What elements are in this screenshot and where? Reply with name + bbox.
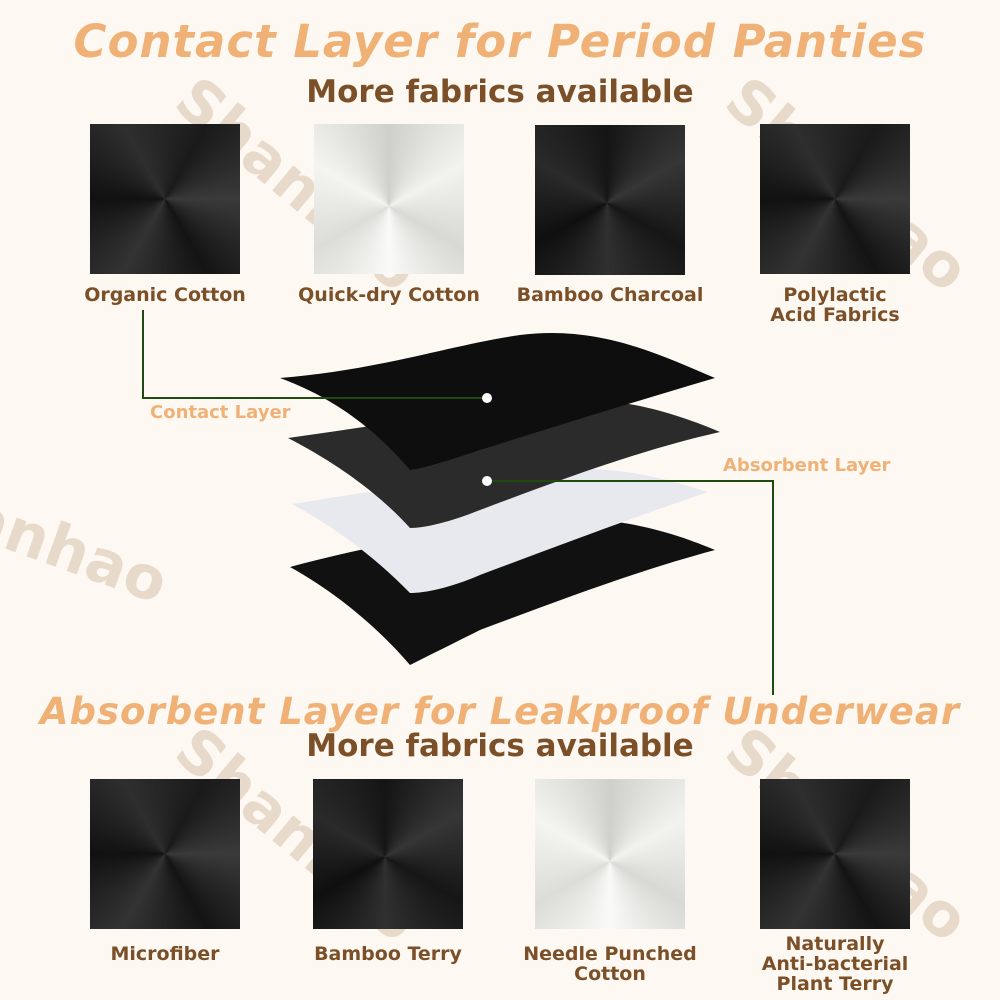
absorbent-point (482, 476, 492, 486)
absorbent-connector-line (487, 480, 774, 695)
fabric-swatch-polylactic (760, 124, 910, 274)
label-line: Anti-bacterial (761, 953, 909, 975)
contact-subtitle: More fabrics available (306, 74, 694, 110)
fabric-swatch-microfiber (90, 779, 240, 929)
fabric-swatch-needle-punched-cotton (535, 779, 685, 929)
label-line: Needle Punched (523, 943, 697, 965)
fabric-swatch-bamboo-charcoal (535, 125, 685, 275)
fabric-swatch-organic-cotton (90, 124, 240, 274)
contact-point (482, 393, 492, 403)
fabric-label: Quick-dry Cotton (298, 284, 480, 306)
label-line: Plant Terry (776, 973, 894, 995)
contact-title: Contact Layer for Period Panties (73, 15, 927, 68)
label-line: Naturally (785, 933, 885, 955)
fabric-swatch-quick-dry-cotton (314, 124, 464, 274)
absorbent-layer-label: Absorbent Layer (723, 455, 891, 476)
contact-layer-label: Contact Layer (150, 402, 291, 423)
fabric-label: Bamboo Charcoal (516, 284, 704, 306)
fabric-label: Organic Cotton (84, 284, 246, 306)
fabric-swatch-bamboo-terry (313, 779, 463, 929)
label-line: Cotton (574, 963, 646, 985)
layer-diagram (142, 310, 774, 695)
label-line: Acid Fabrics (770, 304, 900, 326)
label-line: Polylactic (783, 284, 887, 306)
fabric-swatch-plant-terry (760, 779, 910, 929)
fabric-label: Bamboo Terry (314, 943, 462, 965)
absorbent-title: Absorbent Layer for Leakproof Underwear (39, 690, 961, 733)
fabric-label: Microfiber (110, 943, 220, 965)
absorbent-subtitle: More fabrics available (306, 728, 694, 764)
contact-connector-line (142, 310, 487, 399)
layer-top (280, 333, 715, 470)
